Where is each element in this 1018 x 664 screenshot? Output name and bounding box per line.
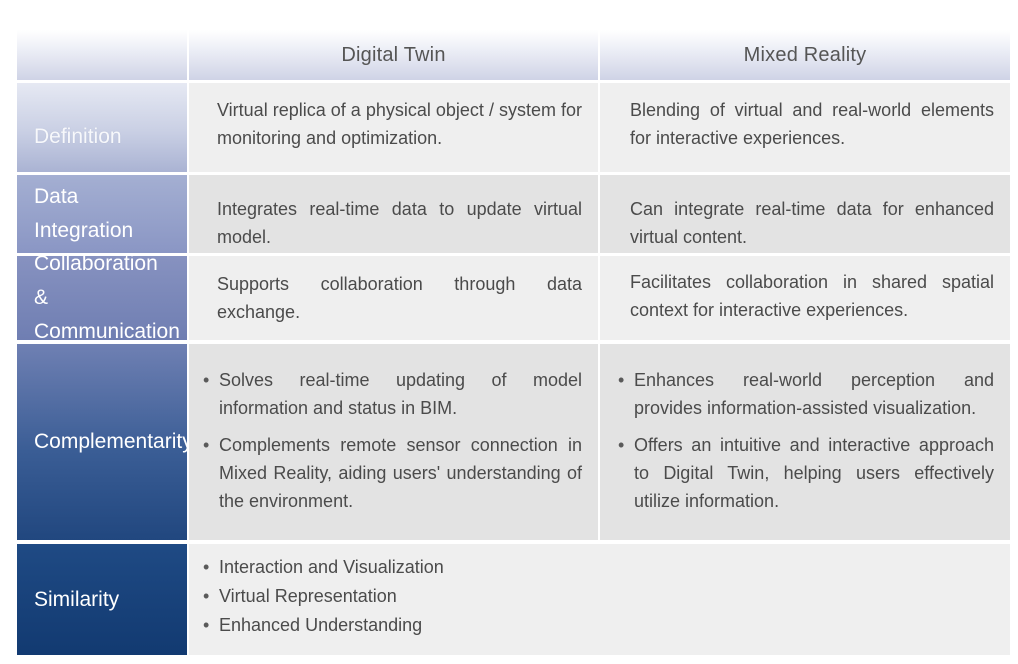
list-item: Offers an intuitive and interactive appr… [618,431,994,515]
cell-complementarity-mixed-reality: Enhances real-world perception and provi… [600,344,1010,540]
cell-data-integration-digital-twin: Integrates real-time data to update virt… [189,175,598,253]
row-label-data-integration: Data Integration [17,175,187,253]
cell-complementarity-digital-twin: Solves real-time updating of model infor… [189,344,598,540]
cell-data-integration-mixed-reality: Can integrate real-time data for enhance… [600,175,1010,253]
complementarity-digital-twin-list: Solves real-time updating of model infor… [203,366,582,515]
cell-collaboration-digital-twin: Supports collaboration through data exch… [189,256,598,340]
complementarity-mixed-reality-list: Enhances real-world perception and provi… [618,366,994,515]
list-item: Complements remote sensor connection in … [203,431,582,515]
list-item: Virtual Representation [203,582,994,610]
cell-definition-mixed-reality: Blending of virtual and real-world eleme… [600,83,1010,172]
comparison-table: Digital Twin Mixed Reality Definition Vi… [17,30,1010,655]
row-label-collaboration-text: Collaboration & Communication [34,252,180,343]
column-header-digital-twin: Digital Twin [189,30,598,80]
list-item: Enhances real-world perception and provi… [618,366,994,422]
cell-definition-digital-twin: Virtual replica of a physical object / s… [189,83,598,172]
cell-collaboration-mixed-reality: Facilitates collaboration in shared spat… [600,256,1010,340]
row-label-definition: Definition [17,83,187,172]
similarity-list: Interaction and Visualization Virtual Re… [203,553,994,639]
list-item: Solves real-time updating of model infor… [203,366,582,422]
column-header-mixed-reality: Mixed Reality [600,30,1010,80]
row-label-complementarity: Complementarity [17,344,193,540]
header-empty-corner [17,30,187,80]
row-label-collaboration-communication: Collaboration & Communication [17,252,187,343]
list-item: Interaction and Visualization [203,553,994,581]
row-label-similarity: Similarity [17,544,187,655]
list-item: Enhanced Understanding [203,611,994,639]
cell-similarity-shared: Interaction and Visualization Virtual Re… [189,544,1010,655]
